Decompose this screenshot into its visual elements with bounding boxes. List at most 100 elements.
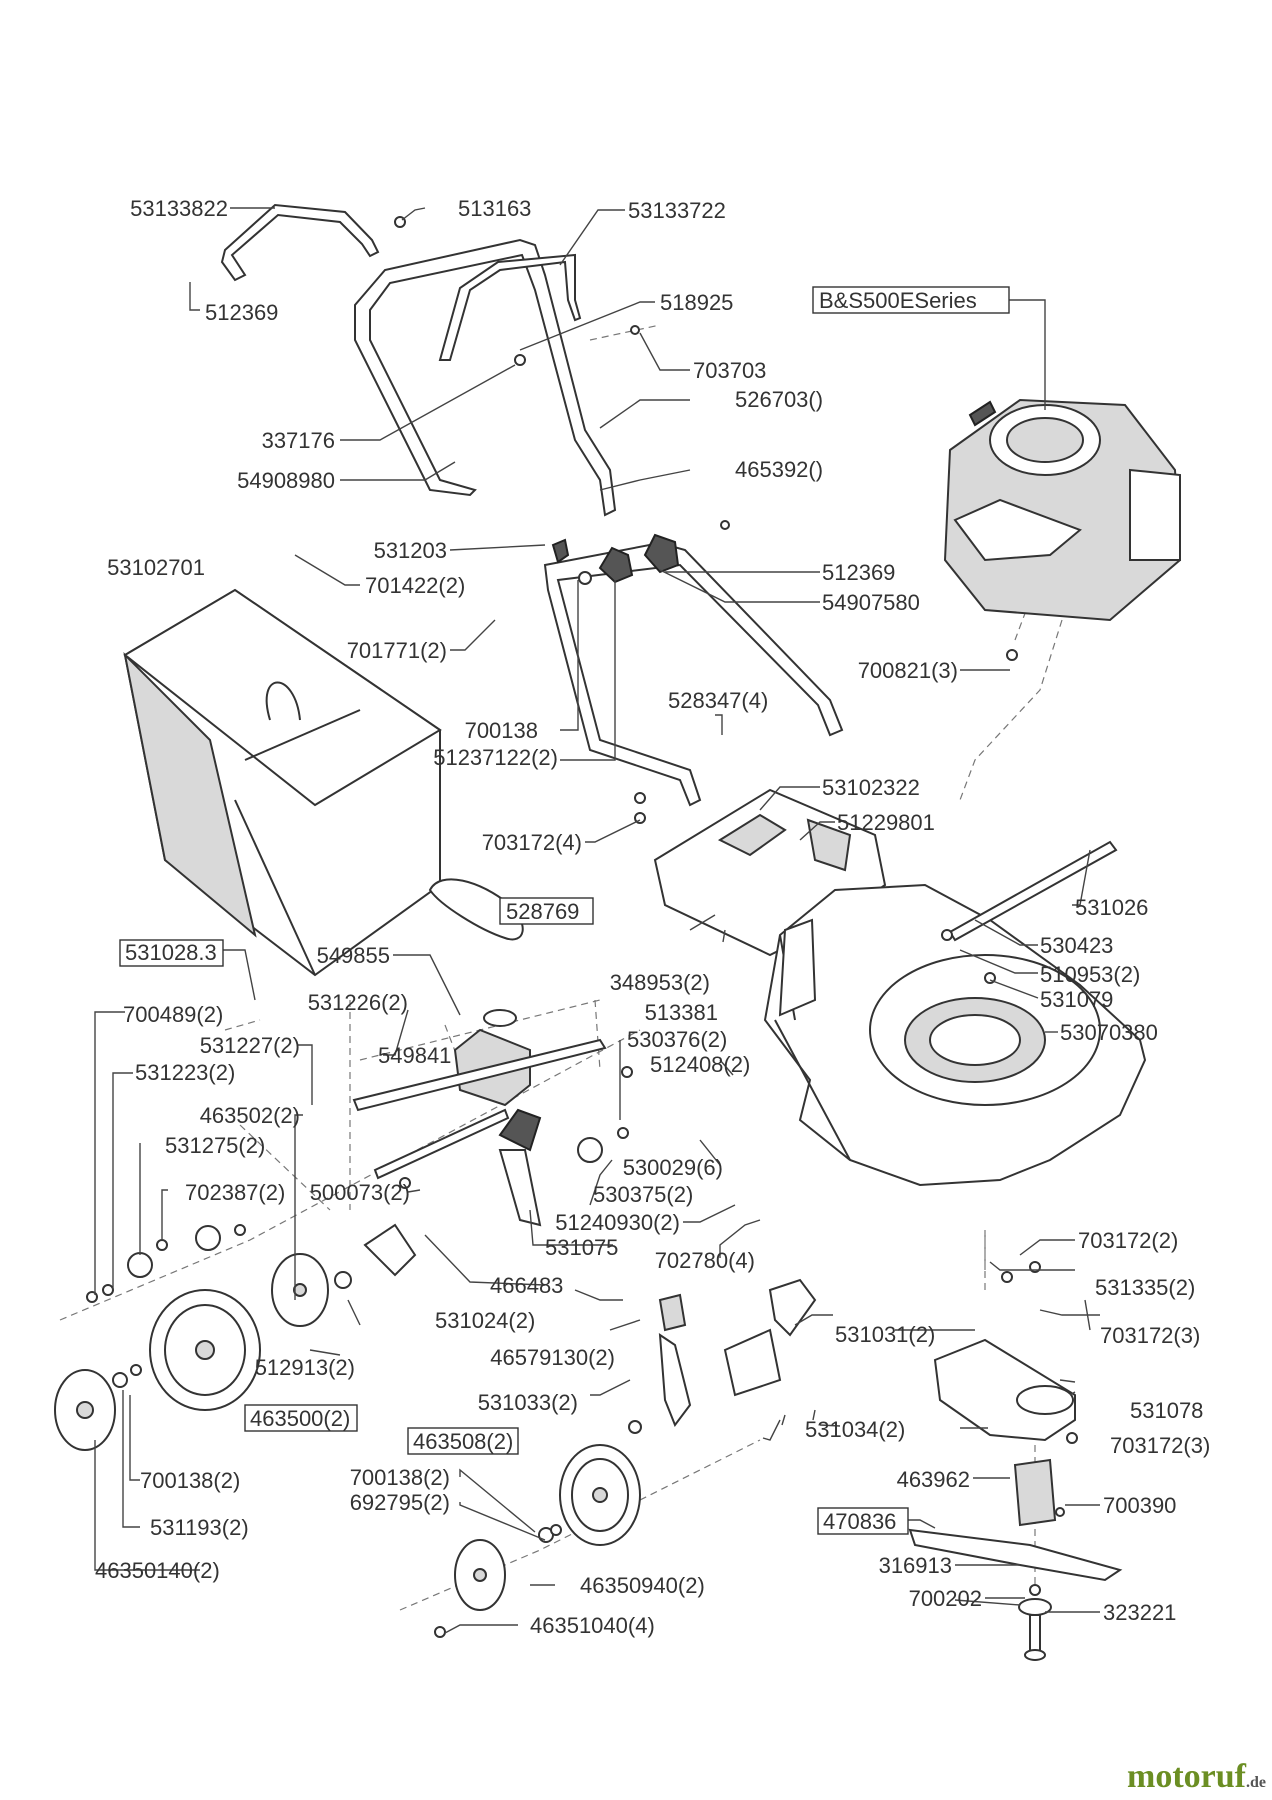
part-label: 528769 (506, 899, 579, 924)
part-label: 531026 (1075, 895, 1148, 920)
part-label: 700138(2) (350, 1465, 450, 1490)
part-label: 531078 (1130, 1398, 1203, 1423)
part-label: 512408(2) (650, 1052, 750, 1077)
part-label: 53133722 (628, 198, 726, 223)
rear-wheel-left (149, 1289, 261, 1411)
part-label: 500073(2) (310, 1180, 410, 1205)
part-label: 531034(2) (805, 1417, 905, 1442)
engine (943, 398, 1182, 622)
part-label: 530423 (1040, 933, 1113, 958)
part-label: B&S500ESeries (819, 288, 977, 313)
part-label: 531075 (545, 1235, 618, 1260)
part-label: 463962 (897, 1467, 970, 1492)
part-label: 531031(2) (835, 1322, 935, 1347)
part-label: 512913(2) (255, 1355, 355, 1380)
part-label: 531033(2) (478, 1390, 578, 1415)
part-label: 54908980 (237, 468, 335, 493)
part-label: 701771(2) (347, 638, 447, 663)
blade (908, 1528, 1123, 1582)
part-label: 700489(2) (123, 1002, 223, 1027)
part-labels: 53133822 513163 53133722 512369 518925 B… (95, 196, 1210, 1638)
part-label: 531079 (1040, 987, 1113, 1012)
part-label: 528347(4) (668, 688, 768, 713)
part-label: 51229801 (837, 810, 935, 835)
part-label: 531028.3 (125, 940, 217, 965)
watermark-logo: motoruf.de (1127, 1758, 1266, 1796)
rear-disc (271, 1253, 329, 1327)
watermark-text: motoruf (1127, 1758, 1246, 1795)
front-wheel (559, 1444, 641, 1546)
part-label: 531203 (374, 538, 447, 563)
part-label: 470836 (823, 1509, 896, 1534)
part-label: 700138 (465, 718, 538, 743)
part-label: 531223(2) (135, 1060, 235, 1085)
drive-lever (498, 1108, 542, 1227)
part-label: 700138(2) (140, 1468, 240, 1493)
height-adjust-parts (658, 1278, 817, 1428)
lower-handle-bar (543, 541, 844, 807)
part-label: 54907580 (822, 590, 920, 615)
small-hardware (86, 216, 1078, 1638)
part-label: 53133822 (130, 196, 228, 221)
part-label: 531226(2) (308, 990, 408, 1015)
rear-axle-bracket (778, 918, 817, 1017)
part-label: 51237122(2) (433, 745, 558, 770)
part-label: 510953(2) (1040, 962, 1140, 987)
leader-lines (94, 207, 1100, 1634)
part-label: 530376(2) (627, 1027, 727, 1052)
part-label: 703172(2) (1078, 1228, 1178, 1253)
part-label: 700821(3) (858, 658, 958, 683)
mower-deck (763, 883, 1147, 1187)
part-label: 702387(2) (185, 1180, 285, 1205)
wheel-bracket (363, 1223, 417, 1277)
blade-adapter (1013, 1458, 1057, 1527)
part-label: 51240930(2) (555, 1210, 680, 1235)
part-label: 703703 (693, 358, 766, 383)
blade-bolt (1024, 1614, 1046, 1661)
part-label: 700390 (1103, 1493, 1176, 1518)
part-label: 700202 (909, 1586, 982, 1611)
part-label: 692795(2) (350, 1490, 450, 1515)
part-label: 703172(3) (1100, 1323, 1200, 1348)
part-label: 463500(2) (250, 1406, 350, 1431)
part-label: 531024(2) (435, 1308, 535, 1333)
throttle-cable (948, 840, 1118, 942)
part-label: 703172(4) (482, 830, 582, 855)
rear-axle (373, 1108, 510, 1180)
part-label: 701422(2) (365, 573, 465, 598)
part-label: 702780(4) (655, 1248, 755, 1273)
handle-knobs (551, 533, 680, 585)
part-label: 337176 (262, 428, 335, 453)
part-label: 703172(3) (1110, 1433, 1210, 1458)
part-label: 531275(2) (165, 1133, 265, 1158)
part-label: 531193(2) (150, 1515, 249, 1540)
part-label: 526703() (735, 387, 823, 412)
upper-handle-bar (354, 238, 617, 517)
part-label: 530029(6) (623, 1155, 723, 1180)
front-hubcap (454, 1539, 506, 1611)
handle-bow (220, 203, 380, 282)
part-label: 53102701 (107, 555, 205, 580)
part-label: 46350140(2) (95, 1558, 220, 1583)
part-label: 316913 (879, 1553, 952, 1578)
part-label: 46579130(2) (490, 1345, 615, 1370)
part-label: 463502(2) (200, 1103, 300, 1128)
part-label: 46351040(4) (530, 1613, 655, 1638)
grass-catcher (123, 588, 442, 977)
label-frames (119, 286, 1010, 1535)
part-label: 465392() (735, 457, 823, 482)
part-label: 53102322 (822, 775, 920, 800)
part-label: 518925 (660, 290, 733, 315)
part-label: 513381 (645, 1000, 718, 1025)
part-label: 466483 (490, 1273, 563, 1298)
part-label: 323221 (1103, 1600, 1176, 1625)
part-label: 512369 (822, 560, 895, 585)
part-label: 530375(2) (593, 1182, 693, 1207)
part-label: 531227(2) (200, 1033, 300, 1058)
part-label: 549855 (317, 943, 390, 968)
part-label: 531335(2) (1095, 1275, 1195, 1300)
part-label: 513163 (458, 196, 531, 221)
blade-adapter-cover (933, 1338, 1076, 1442)
part-label: 512369 (205, 300, 278, 325)
